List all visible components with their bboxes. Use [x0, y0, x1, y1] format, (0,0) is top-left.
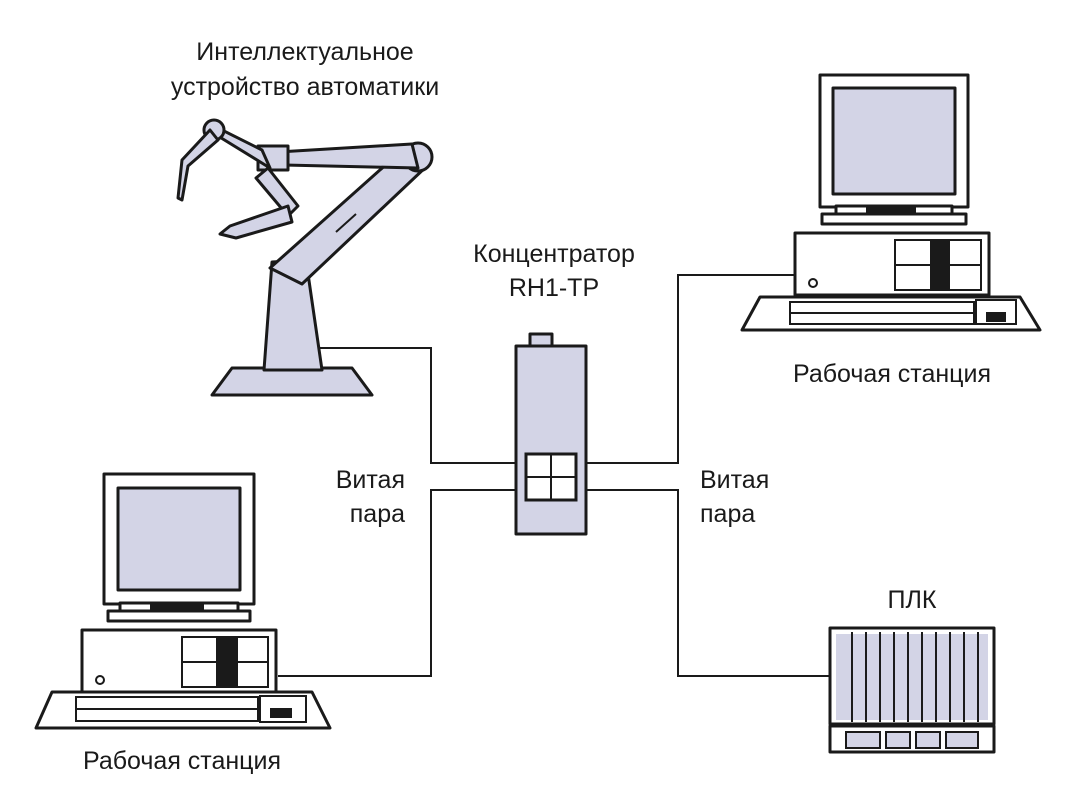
- twisted-pair-right-line1: Витая: [700, 466, 769, 494]
- twisted-pair-right-line2: пара: [700, 500, 755, 528]
- robot-label-line1: Интеллектуальное: [196, 38, 413, 66]
- twisted-pair-left-line2: пара: [350, 500, 405, 528]
- plc-slot-dividers: [851, 632, 979, 722]
- robot-label-line2: устройство автоматики: [171, 73, 439, 101]
- robot-arm-icon: [176, 118, 434, 397]
- wire-hub-to-workstation-left: [278, 489, 532, 677]
- workstation-left-icon: [34, 472, 332, 730]
- workstation-left-label: Рабочая станция: [83, 747, 281, 775]
- hub-icon: [514, 332, 588, 536]
- plc-label: ПЛК: [888, 586, 937, 614]
- plc-rack-icon: [828, 626, 996, 754]
- wire-robot-to-hub: [318, 347, 532, 464]
- twisted-pair-left-line1: Витая: [336, 466, 405, 494]
- workstation-right-icon: [740, 73, 1042, 332]
- connection-lines: [278, 274, 834, 677]
- wire-hub-to-workstation-right: [576, 274, 795, 464]
- wire-hub-to-plc: [576, 489, 834, 677]
- hub-label-line1: Концентратор: [473, 240, 635, 268]
- hub-label-line2: RH1-TP: [509, 274, 599, 302]
- workstation-right-label: Рабочая станция: [793, 360, 991, 388]
